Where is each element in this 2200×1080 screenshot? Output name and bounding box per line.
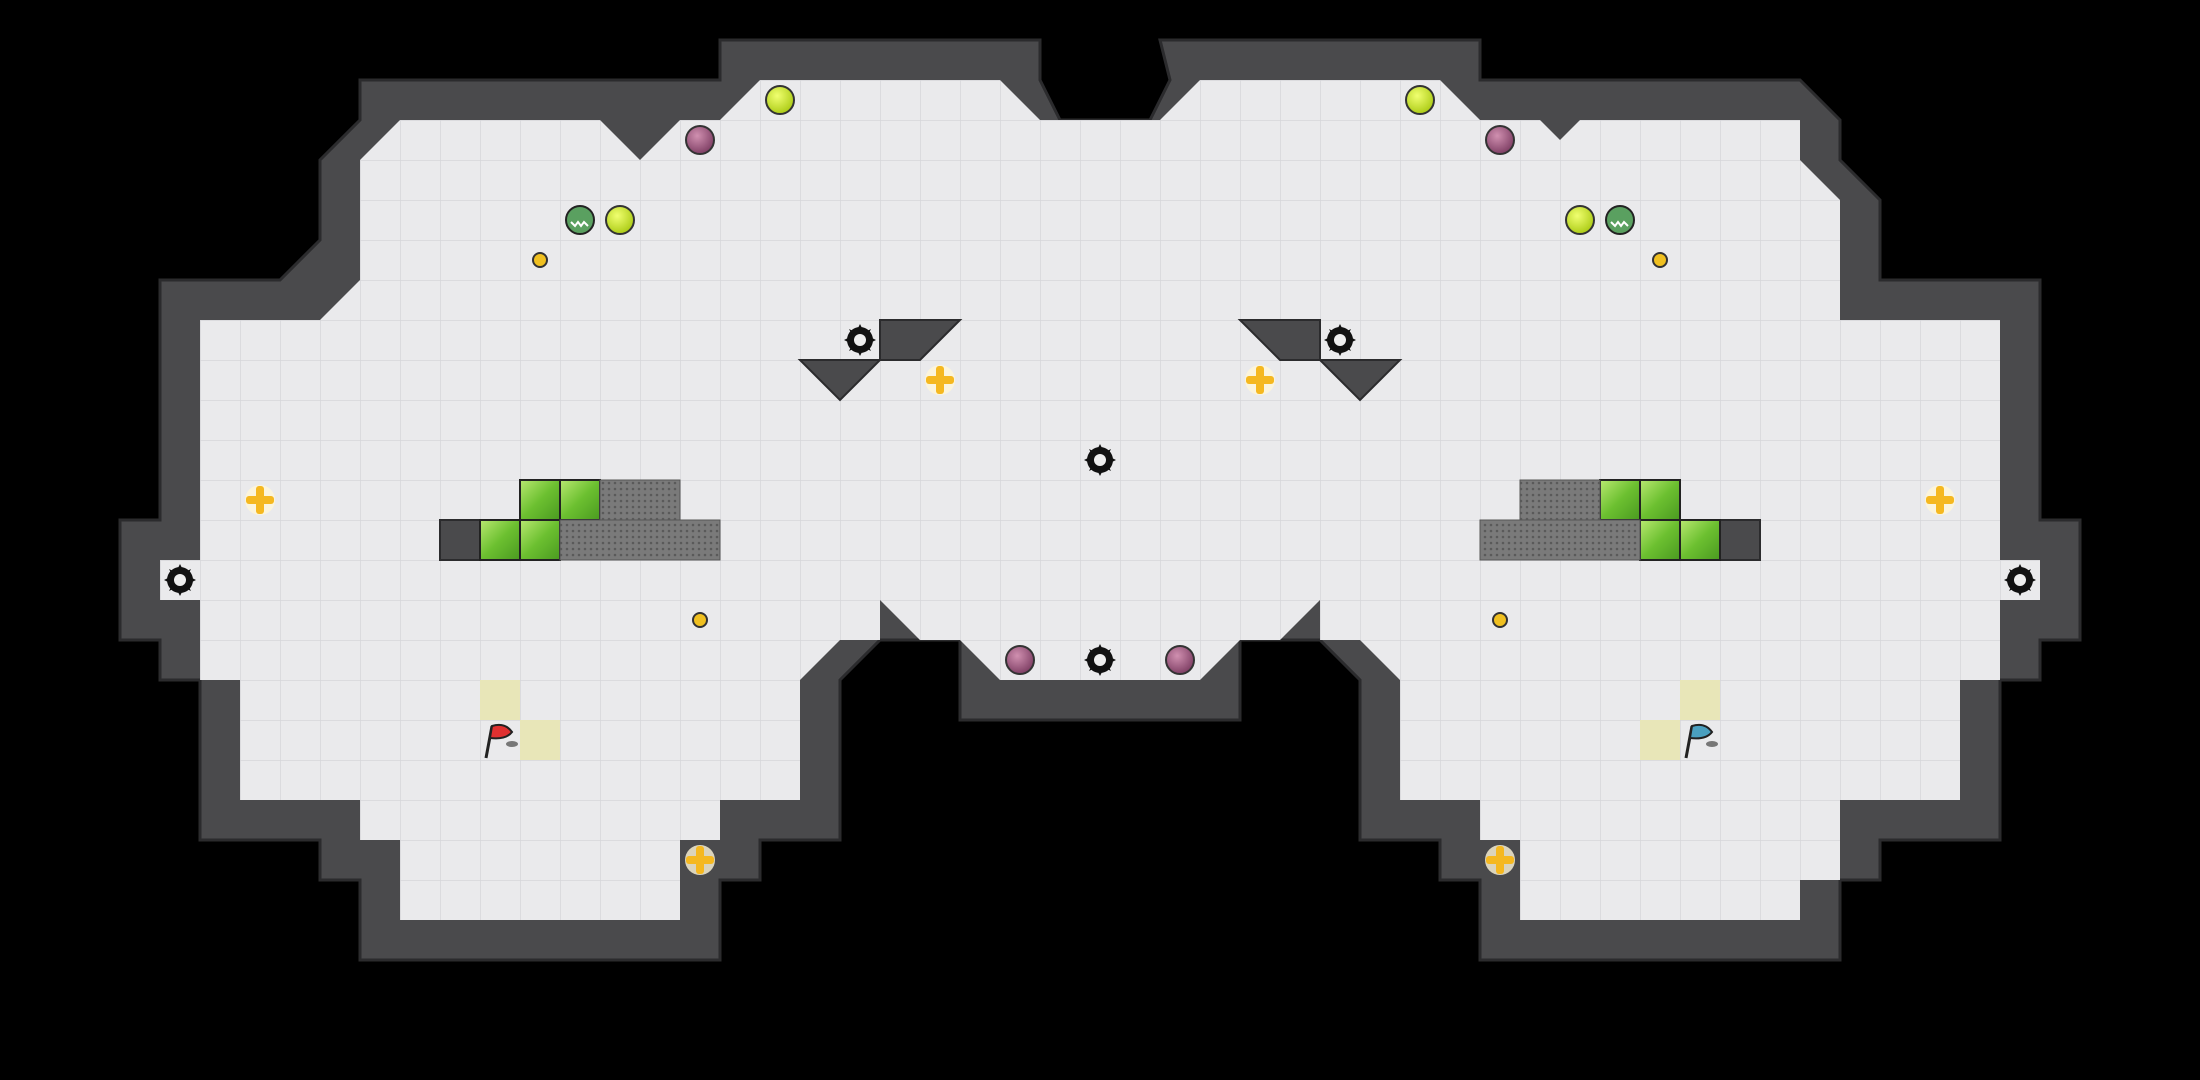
- gold-coin-icon: [1492, 612, 1508, 628]
- lime-orb-icon: [1405, 85, 1435, 115]
- level-floor: [160, 80, 2040, 920]
- right-block-cluster: [1479, 479, 1761, 561]
- plus-bonus-icon: [925, 365, 955, 395]
- green-block: [1639, 519, 1681, 561]
- green-block: [479, 519, 521, 561]
- green-critters[interactable]: [565, 205, 1635, 235]
- purple-orb-icon: [685, 125, 715, 155]
- gold-coin-icon: [692, 612, 708, 628]
- purple-orbs[interactable]: [685, 125, 1515, 675]
- grate-block: [1519, 479, 1601, 521]
- lime-orb-icon: [605, 205, 635, 235]
- grate-block: [559, 519, 721, 561]
- plus-bonus-icon: [1925, 485, 1955, 515]
- plus-bonus-icon: [685, 845, 715, 875]
- plus-bonus-icon: [1245, 365, 1275, 395]
- green-block: [559, 479, 601, 521]
- blue-flag-icon[interactable]: [1684, 723, 1718, 759]
- green-block: [519, 519, 561, 561]
- purple-orb-icon: [1005, 645, 1035, 675]
- plus-bonus-icon: [1485, 845, 1515, 875]
- grate-block: [1479, 519, 1641, 561]
- grate-block: [599, 479, 681, 521]
- lime-orb-icon: [765, 85, 795, 115]
- green-block: [1599, 479, 1641, 521]
- gold-coin-icon: [532, 252, 548, 268]
- wall-wedges: [797, 319, 1403, 402]
- green-block: [1679, 519, 1721, 561]
- lime-orb-icon: [1565, 205, 1595, 235]
- green-critter-icon: [565, 205, 595, 235]
- purple-orb-icon: [1485, 125, 1515, 155]
- lime-orbs[interactable]: [605, 85, 1595, 235]
- red-flag-icon[interactable]: [484, 723, 518, 759]
- green-block: [519, 479, 561, 521]
- purple-orb-icon: [1165, 645, 1195, 675]
- highlight-tiles: [480, 680, 1720, 760]
- gold-coin-icon: [1652, 252, 1668, 268]
- gold-coins[interactable]: [532, 252, 1668, 628]
- green-block: [1639, 479, 1681, 521]
- plus-bonus-icon: [245, 485, 275, 515]
- left-block-cluster: [439, 479, 721, 561]
- green-critter-icon: [1605, 205, 1635, 235]
